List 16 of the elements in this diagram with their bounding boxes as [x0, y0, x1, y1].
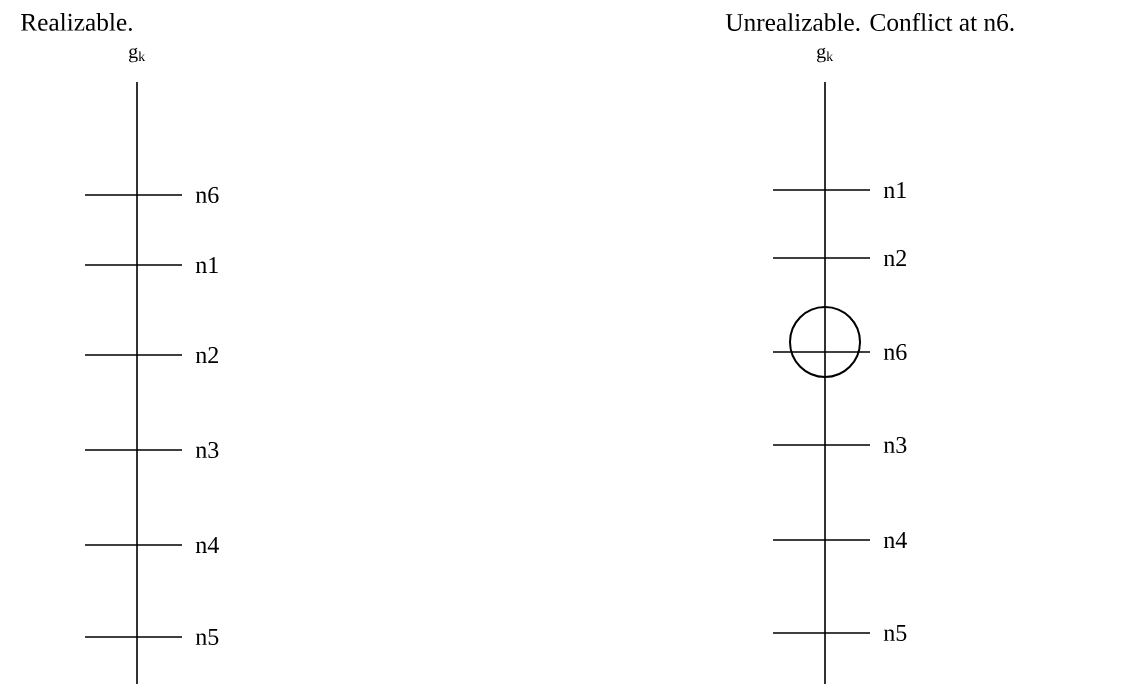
tick-label: n2: [883, 250, 906, 266]
panel-title: Unrealizable. Conflict at n6.: [725, 12, 1014, 32]
tick-label: n3: [195, 441, 219, 459]
axis-label: g$_{k}$: [129, 47, 146, 63]
axis-label: g$_{k}$: [817, 47, 834, 63]
panel-title: Realizable.: [21, 13, 132, 31]
tick-label: n1: [195, 257, 218, 273]
tick-label: n5: [195, 629, 219, 645]
tick-label: n4: [883, 532, 907, 548]
tick-label: n2: [195, 347, 218, 363]
tick-label: n3: [883, 436, 907, 454]
tick-label: n1: [883, 182, 906, 198]
tick-label: n4: [195, 537, 219, 553]
tick-label: n6: [195, 186, 219, 204]
tick-label: n5: [883, 625, 907, 641]
tick-label: n6: [883, 343, 907, 361]
